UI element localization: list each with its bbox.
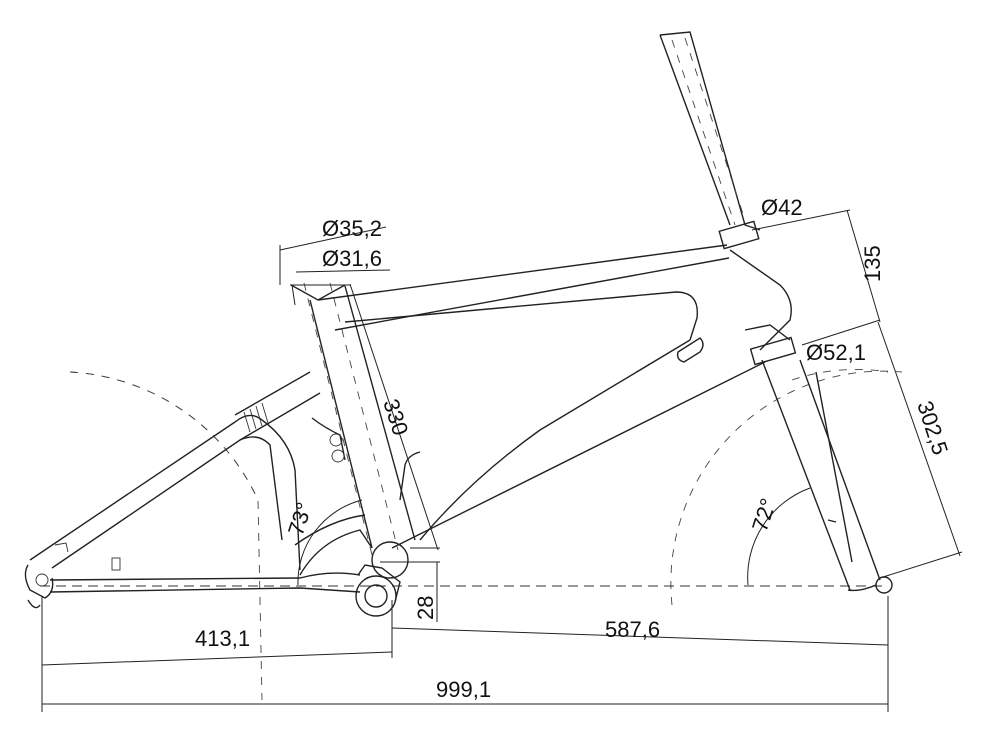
- wheelbase-label: 999,1: [436, 677, 491, 702]
- bottom-bracket: [355, 541, 409, 617]
- bb-drop-label: 28: [413, 596, 438, 620]
- seat-angle-label: 73°: [283, 499, 317, 538]
- seatpost-top: [279, 226, 391, 306]
- seatpost-outer-dim: Ø35,2: [322, 216, 382, 241]
- fork: [761, 359, 893, 594]
- rear-wheel-outline: [69, 371, 263, 701]
- head-tube: [659, 31, 797, 366]
- rear-shock: [234, 371, 345, 463]
- seat-angle-arc: [297, 499, 363, 586]
- down-tube: [391, 339, 766, 549]
- headtube-top-dim: Ø42: [761, 195, 803, 220]
- bb-drop-dim-line: [380, 561, 440, 622]
- fork-length-dim: 302,5: [912, 398, 953, 458]
- head-angle-arc: [747, 487, 811, 586]
- rear-triangle: [24, 414, 373, 609]
- chainstay-label: 413,1: [195, 626, 250, 651]
- seat-tube-dim-line: [349, 283, 440, 551]
- head-angle-label: 72°: [747, 495, 781, 534]
- cable-port: [676, 337, 704, 363]
- seatpost-inner-dim: Ø31,6: [322, 246, 382, 271]
- horizontal-dim-lines: [41, 596, 889, 712]
- front-wheel-outline: [670, 368, 903, 606]
- headtube-bottom-dim: Ø52,1: [806, 340, 866, 365]
- front-center-label: 587,6: [605, 617, 660, 642]
- seat-tube-length-dim: 330: [378, 396, 413, 439]
- headtube-length-dim: 135: [860, 245, 885, 282]
- headtube-dim-lines: [751, 209, 963, 579]
- top-tube: [317, 244, 730, 341]
